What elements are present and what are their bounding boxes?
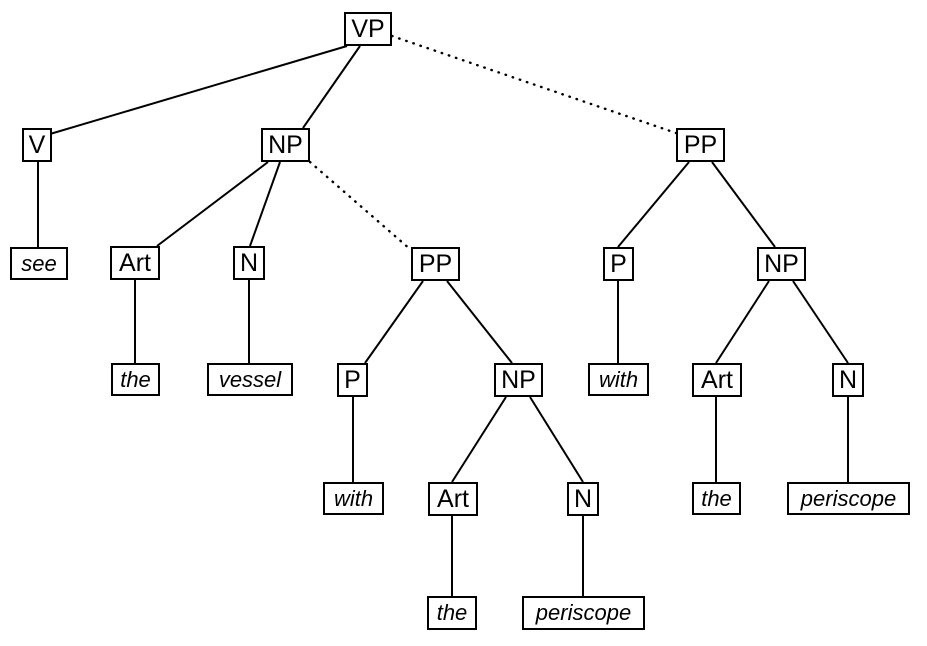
tree-node-label: V [28,130,46,159]
tree-edge-pp_mid-to-p_mid [364,280,424,364]
tree-node-label: the [701,485,732,511]
tree-node-see[interactable]: see [10,247,68,280]
tree-edge-pp_right-to-p_right [617,161,690,248]
tree-node-label: P [610,249,627,278]
tree-node-label: NP [268,130,303,159]
tree-node-label: with [598,366,639,392]
tree-edge-np1-to-pp_mid [308,160,413,252]
tree-node-label: see [21,250,57,276]
tree-node-vessel[interactable]: vessel [207,363,293,396]
tree-edge-pp_mid-to-np_mid [446,280,513,364]
tree-edge-np_right-to-art_right [715,280,770,364]
tree-node-label: the [120,366,151,392]
tree-node-the_mid[interactable]: the [427,596,477,630]
tree-node-label: Art [437,484,469,513]
tree-node-label: with [333,485,374,511]
tree-node-label: N [838,365,858,394]
tree-node-label: PP [683,130,718,159]
tree-node-label: vessel [218,366,282,392]
tree-node-periscope_right[interactable]: periscope [787,482,910,515]
tree-node-np1[interactable]: NP [261,128,310,162]
tree-node-label: NP [501,365,536,394]
tree-node-periscope_mid[interactable]: periscope [522,596,645,630]
tree-node-label: P [344,365,361,394]
tree-edge-np1-to-n1 [249,161,281,247]
tree-edge-pp_right-to-np_right [711,161,776,248]
tree-edge-vp-to-v [49,45,348,135]
tree-edge-vp-to-pp_right [390,34,678,135]
tree-node-v[interactable]: V [22,128,52,162]
tree-node-n_mid[interactable]: N [567,482,599,516]
tree-edge-np1-to-art1 [156,161,269,247]
tree-node-art1[interactable]: Art [110,246,160,280]
tree-node-pp_right[interactable]: PP [676,128,725,162]
tree-edge-np_mid-to-n_mid [529,396,584,483]
tree-node-label: periscope [800,485,897,511]
tree-node-label: Art [119,248,151,277]
tree-node-art_right[interactable]: Art [692,363,742,397]
tree-edge-np_mid-to-art_mid [451,396,507,483]
tree-node-the1[interactable]: the [111,363,160,396]
tree-node-label: N [239,248,259,277]
tree-node-n_right[interactable]: N [832,363,864,397]
tree-edge-np_right-to-n_right [792,280,849,364]
tree-node-label: the [436,600,468,625]
tree-node-label: N [573,484,593,513]
tree-node-label: VP [351,14,385,43]
tree-node-label: NP [764,249,799,278]
tree-node-vp[interactable]: VP [344,12,392,46]
tree-node-with_mid[interactable]: with [323,482,384,515]
tree-node-label: periscope [535,600,632,625]
tree-node-np_right[interactable]: NP [757,247,806,281]
tree-node-label: Art [701,365,733,394]
tree-node-np_mid[interactable]: NP [494,363,543,397]
tree-node-n1[interactable]: N [233,246,265,280]
tree-node-the_right[interactable]: the [692,482,741,515]
tree-node-art_mid[interactable]: Art [428,482,478,516]
tree-node-pp_mid[interactable]: PP [411,247,460,281]
tree-node-label: PP [418,249,453,278]
tree-node-p_right[interactable]: P [603,247,634,281]
tree-edge-vp-to-np1 [302,45,361,129]
tree-node-p_mid[interactable]: P [337,363,368,397]
tree-node-with_right[interactable]: with [588,363,649,396]
